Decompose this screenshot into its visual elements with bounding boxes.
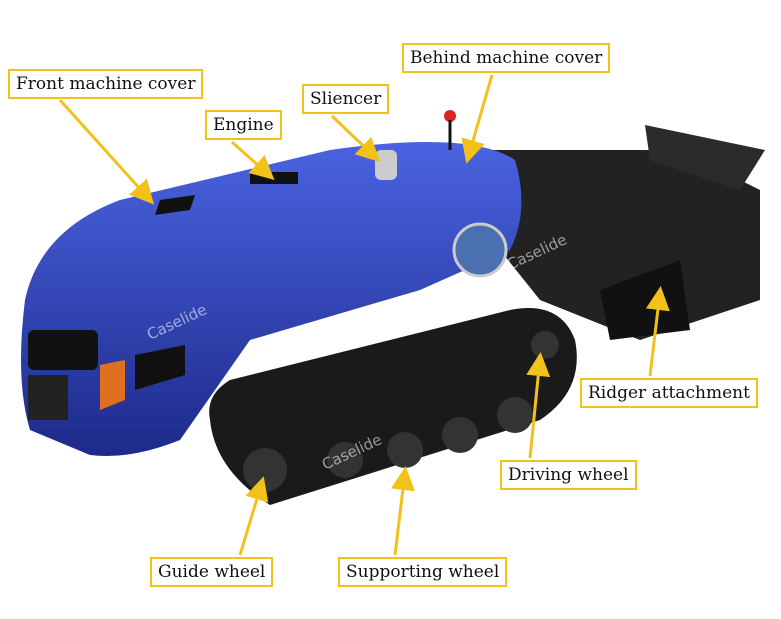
- ridger-attachment: [490, 125, 765, 340]
- label-driving-wheel: Driving wheel: [500, 460, 637, 490]
- label-front-machine-cover: Front machine cover: [8, 69, 204, 99]
- arrow-driving-wheel: [526, 352, 551, 459]
- label-engine: Engine: [205, 110, 282, 140]
- arrow-engine: [230, 140, 275, 181]
- label-behind-machine-cover: Behind machine cover: [402, 43, 611, 73]
- label-silencer: Sliencer: [302, 84, 390, 114]
- arrow-behind-cover: [461, 74, 494, 164]
- label-guide-wheel: Guide wheel: [150, 557, 274, 587]
- arrow-silencer: [330, 114, 381, 163]
- label-ridger-attachment: Ridger attachment: [580, 378, 758, 408]
- arrow-guide-wheel: [238, 476, 269, 556]
- arrow-front-cover: [58, 98, 155, 205]
- arrow-ridger: [645, 286, 670, 377]
- crawler-track: [209, 308, 577, 505]
- label-supporting-wheel: Supporting wheel: [338, 557, 508, 587]
- arrow-supporting-wheel: [390, 466, 415, 556]
- tractor-body: [21, 110, 522, 456]
